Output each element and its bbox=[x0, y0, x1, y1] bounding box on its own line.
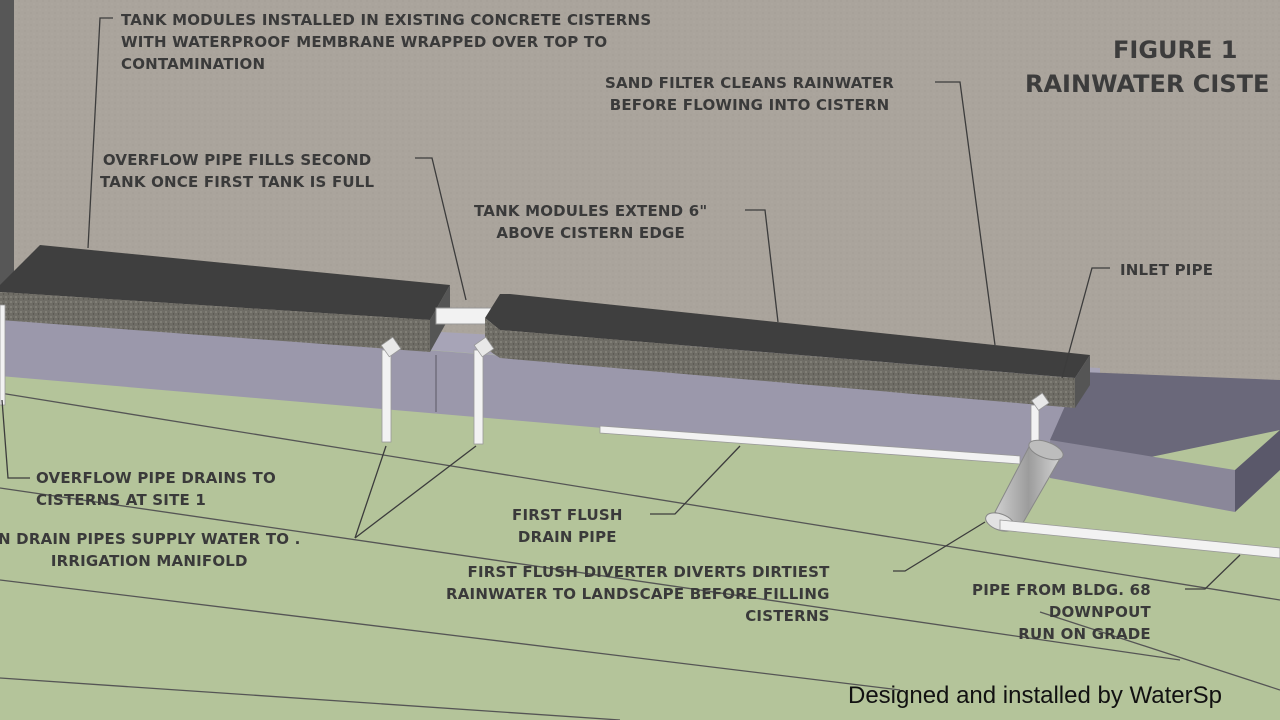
label-overflow-drains: OVERFLOW PIPE DRAINS TO CISTERNS AT SITE… bbox=[36, 467, 276, 511]
label-drain-pipes-supply: N DRAIN PIPES SUPPLY WATER TO . IRRIGATI… bbox=[0, 528, 301, 572]
inlet-pad-side bbox=[1050, 440, 1235, 512]
label-first-flush-drain: FIRST FLUSH DRAIN PIPE bbox=[512, 504, 623, 548]
label-inlet-pipe: INLET PIPE bbox=[1120, 261, 1214, 279]
label-overflow-fills: OVERFLOW PIPE FILLS SECOND TANK ONCE FIR… bbox=[100, 149, 374, 193]
tank-1-top bbox=[0, 245, 450, 320]
label-line: SAND FILTER CLEANS RAINWATER bbox=[605, 74, 895, 92]
cistern-side bbox=[0, 318, 1090, 470]
label-line: DOWNPOUT bbox=[1048, 603, 1151, 621]
label-line: PIPE FROM BLDG. 68 bbox=[972, 581, 1151, 599]
label-line: ABOVE CISTERN EDGE bbox=[496, 224, 685, 242]
label-line: CISTERNS AT SITE 1 bbox=[36, 491, 207, 509]
tank-2-end bbox=[1075, 355, 1090, 408]
tank-2-gravel bbox=[485, 318, 1075, 408]
label-pipe-from-bldg: PIPE FROM BLDG. 68 DOWNPOUT RUN ON GRADE bbox=[972, 579, 1151, 645]
credit-line: Designed and installed by WaterSp bbox=[848, 682, 1222, 709]
label-line: TANK ONCE FIRST TANK IS FULL bbox=[100, 173, 375, 191]
label-line: OVERFLOW PIPE DRAINS TO bbox=[36, 469, 276, 487]
figure-title: RAINWATER CISTE bbox=[1025, 70, 1270, 98]
tank-1-gravel bbox=[0, 292, 430, 352]
label-line: IRRIGATION MANIFOLD bbox=[50, 552, 248, 570]
label-tank-modules-installed: TANK MODULES INSTALLED IN EXISTING CONCR… bbox=[121, 9, 651, 75]
label-line: RUN ON GRADE bbox=[1018, 625, 1151, 643]
label-line: TANK MODULES INSTALLED IN EXISTING CONCR… bbox=[121, 11, 652, 29]
run-on-grade-pipe bbox=[999, 519, 1280, 559]
tank-2-top bbox=[485, 294, 1090, 378]
label-line: FIRST FLUSH DIVERTER DIVERTS DIRTIEST bbox=[467, 563, 830, 581]
leader-lines bbox=[1, 17, 1241, 590]
label-line: BEFORE FLOWING INTO CISTERN bbox=[609, 96, 890, 114]
ground-lines bbox=[0, 392, 1280, 720]
label-line: DRAIN PIPE bbox=[517, 528, 617, 546]
label-sand-filter: SAND FILTER CLEANS RAINWATER BEFORE FLOW… bbox=[605, 72, 894, 116]
label-line: TANK MODULES EXTEND 6" bbox=[474, 202, 708, 220]
figure-number: FIGURE 1 bbox=[1113, 36, 1238, 64]
label-first-flush-diverter: FIRST FLUSH DIVERTER DIVERTS DIRTIEST RA… bbox=[446, 561, 830, 627]
label-line: CISTERNS bbox=[745, 607, 830, 625]
label-tank-extend: TANK MODULES EXTEND 6" ABOVE CISTERN EDG… bbox=[474, 200, 707, 244]
inlet-pad-end bbox=[1235, 430, 1280, 512]
label-line: RAINWATER TO LANDSCAPE BEFORE FILLING bbox=[446, 585, 830, 603]
label-line: WITH WATERPROOF MEMBRANE WRAPPED OVER TO… bbox=[121, 33, 608, 51]
label-line: FIRST FLUSH bbox=[512, 506, 623, 524]
drain-pipes bbox=[0, 304, 1050, 456]
label-line: OVERFLOW PIPE FILLS SECOND bbox=[102, 151, 372, 169]
wall-edge bbox=[0, 0, 14, 285]
label-line: CONTAMINATION bbox=[121, 55, 266, 73]
label-line: N DRAIN PIPES SUPPLY WATER TO . bbox=[0, 530, 301, 548]
